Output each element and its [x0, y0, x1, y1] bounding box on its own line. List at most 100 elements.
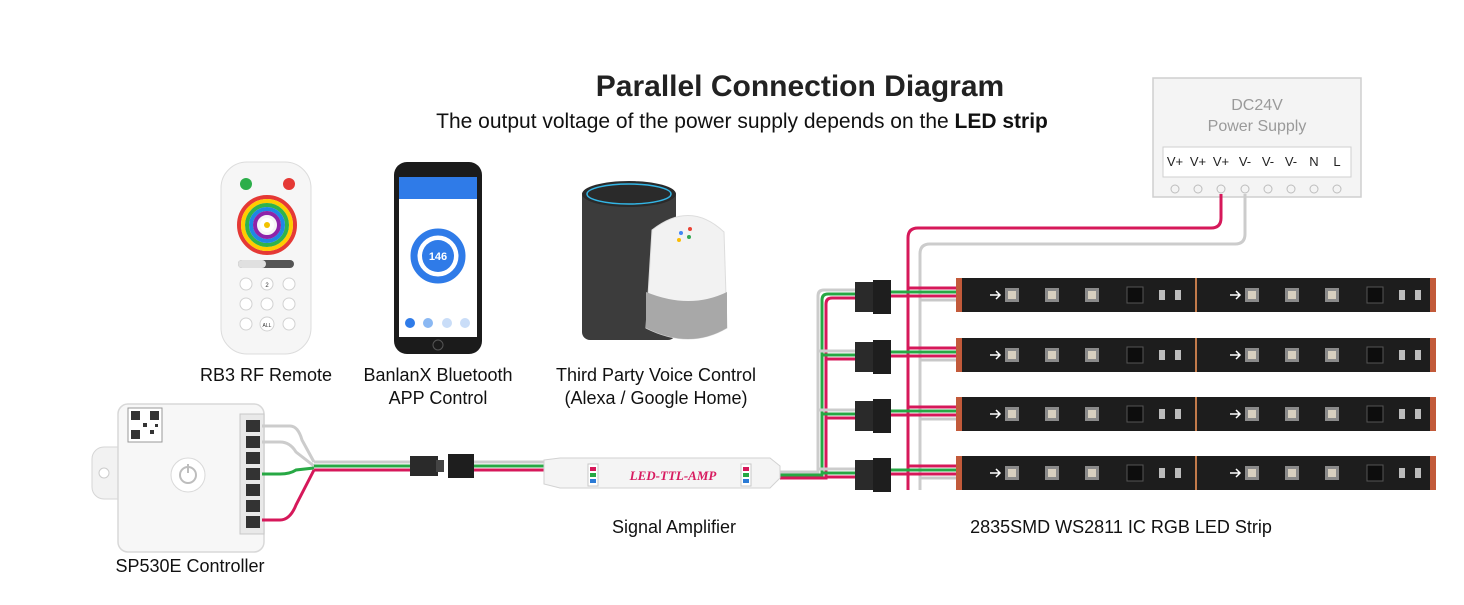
led-strips: [855, 278, 1436, 492]
remote-key-all: ALL: [263, 323, 272, 329]
strip-end-pad: [1430, 397, 1436, 431]
power-supply-title: Power Supply: [1207, 118, 1307, 135]
data-bus: [780, 288, 855, 480]
strip-end-pad: [1430, 338, 1436, 372]
led-chip-lens: [1008, 469, 1016, 477]
phone-label-line1: BanlanX Bluetooth: [363, 365, 513, 385]
strip-end-pad: [956, 278, 962, 312]
google-home: [645, 215, 728, 340]
strip-connector: [855, 282, 875, 312]
led-chip-lens: [1248, 410, 1256, 418]
diagram-title: Parallel Connection Diagram: [595, 70, 1005, 103]
strip-end-pad: [956, 397, 962, 431]
led-chip-lens: [1288, 351, 1296, 359]
amplifier-label: Signal Amplifier: [611, 517, 737, 537]
sp530e-controller: [91, 403, 265, 553]
voice-label-line2: (Alexa / Google Home): [564, 388, 748, 408]
led-chip-lens: [1328, 410, 1336, 418]
terminal-screws: [1170, 184, 1342, 194]
ic-chip: [1126, 286, 1144, 304]
terminal-label: V-: [1261, 154, 1275, 169]
led-chip-lens: [1328, 351, 1336, 359]
ic-chip: [1126, 405, 1144, 423]
led-chip-lens: [1328, 469, 1336, 477]
direction-arrow: [990, 468, 1002, 478]
resistor: [1159, 290, 1165, 300]
strip-label: 2835SMD WS2811 IC RGB LED Strip: [970, 517, 1272, 537]
terminal-label: L: [1333, 154, 1341, 169]
strip-end-pad: [956, 456, 962, 490]
led-chip-lens: [1048, 291, 1056, 299]
app-value: 146: [429, 251, 447, 263]
power-supply-voltage: DC24V: [1231, 97, 1283, 114]
terminal-label: V+: [1166, 154, 1184, 169]
strip-connector: [855, 401, 875, 431]
phone-label-line2: APP Control: [388, 388, 488, 408]
led-chip-lens: [1048, 351, 1056, 359]
resistor: [1415, 409, 1421, 419]
strip-end-pad: [956, 338, 962, 372]
diagram-subtitle: The output voltage of the power supply d…: [0, 110, 1464, 134]
led-chip-lens: [1088, 469, 1096, 477]
inline-connector: [410, 454, 474, 478]
controller-terminals: [239, 413, 265, 535]
amplifier-name: LED-TTL-AMP: [629, 468, 717, 483]
led-chip-lens: [1008, 410, 1016, 418]
led-chip-lens: [1248, 351, 1256, 359]
direction-arrow: [990, 290, 1002, 300]
led-strip-row: [855, 338, 1436, 374]
strip-connector-female: [873, 458, 891, 492]
led-chip-lens: [1008, 351, 1016, 359]
controller-wires: [262, 424, 544, 522]
led-strip-row: [855, 278, 1436, 314]
resistor: [1175, 468, 1181, 478]
led-chip-lens: [1288, 469, 1296, 477]
strip-connector: [855, 460, 875, 490]
ic-chip: [1366, 405, 1384, 423]
ic-chip: [1366, 286, 1384, 304]
led-chip-lens: [1048, 469, 1056, 477]
resistor: [1159, 409, 1165, 419]
led-chip-lens: [1088, 291, 1096, 299]
resistor: [1399, 290, 1405, 300]
remote-label: RB3 RF Remote: [199, 365, 333, 385]
ic-chip: [1126, 346, 1144, 364]
direction-arrow: [1230, 350, 1242, 360]
subtitle-text: The output voltage of the power supply d…: [436, 110, 955, 133]
resistor: [1175, 290, 1181, 300]
terminal-label: V+: [1189, 154, 1207, 169]
direction-arrow: [990, 350, 1002, 360]
led-chip-lens: [1088, 351, 1096, 359]
led-chip-lens: [1088, 410, 1096, 418]
led-chip-lens: [1288, 410, 1296, 418]
subtitle-emphasis: LED strip: [954, 110, 1048, 133]
voice-label-line1: Third Party Voice Control: [555, 365, 757, 385]
controller-label: SP530E Controller: [115, 556, 265, 576]
resistor: [1175, 409, 1181, 419]
terminal-label: V-: [1284, 154, 1298, 169]
signal-amplifier: [543, 457, 781, 489]
resistor: [1415, 290, 1421, 300]
strip-connector: [855, 342, 875, 372]
strip-end-pad: [1430, 278, 1436, 312]
ic-chip: [1366, 346, 1384, 364]
resistor: [1159, 468, 1165, 478]
resistor: [1175, 350, 1181, 360]
direction-arrow: [1230, 468, 1242, 478]
resistor: [1399, 468, 1405, 478]
terminal-label: V-: [1238, 154, 1252, 169]
terminal-label: N: [1309, 154, 1319, 169]
resistor: [1159, 350, 1165, 360]
terminal-label: V+: [1212, 154, 1230, 169]
ic-chip: [1126, 464, 1144, 482]
led-chip-lens: [1248, 291, 1256, 299]
smartphone: 146: [394, 162, 482, 354]
led-chip-lens: [1288, 291, 1296, 299]
power-wires: [906, 194, 1247, 490]
led-chip-lens: [1048, 410, 1056, 418]
resistor: [1399, 350, 1405, 360]
direction-arrow: [990, 409, 1002, 419]
led-strip-row: [855, 397, 1436, 433]
